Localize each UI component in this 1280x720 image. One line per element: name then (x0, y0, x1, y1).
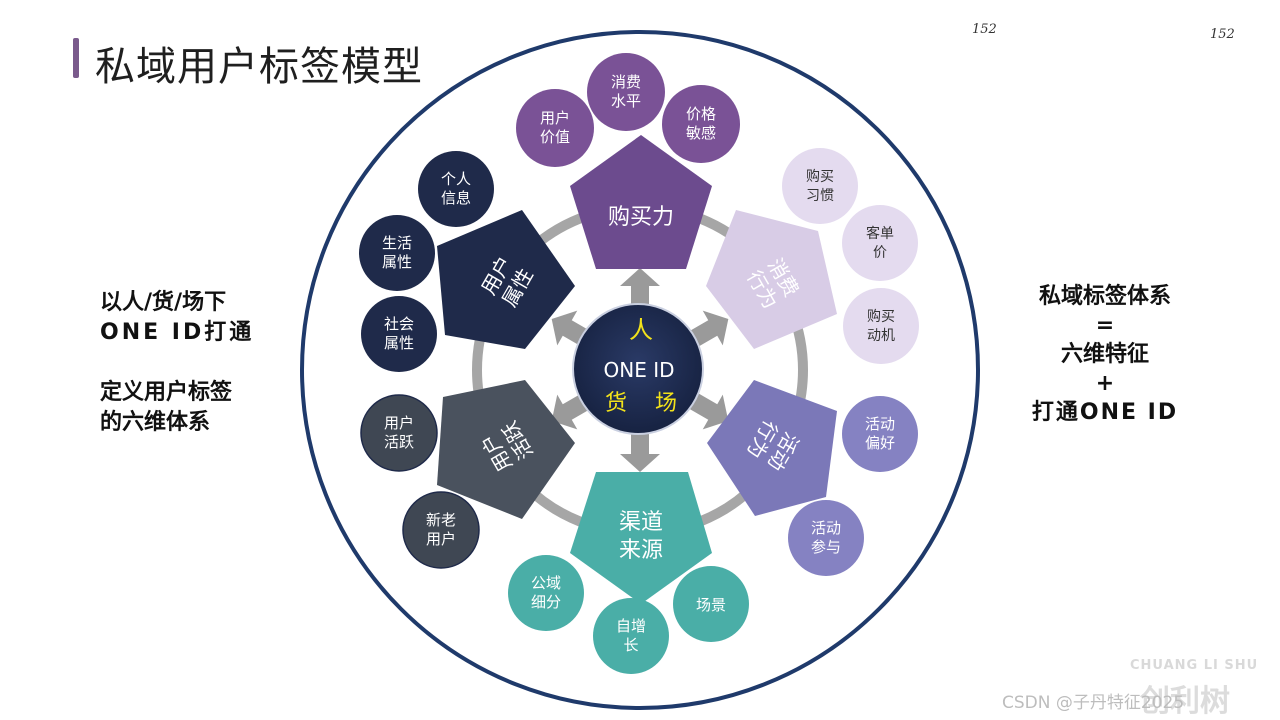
pentagon-purchase: 购买力 (570, 135, 712, 269)
right-line: + (1095, 371, 1115, 396)
right-summary: 私域标签体系 = 六维特征 + 打通ONE ID (1005, 282, 1205, 427)
tag-circle-label: 偏好 (865, 434, 895, 452)
center-bottom-label: 货 场 (605, 391, 677, 416)
center-one-id-label: ONE ID (604, 358, 675, 382)
pentagon-label: 渠道 (619, 510, 663, 535)
tag-circle-label: 个人 (441, 170, 471, 188)
tag-circle-label: 用户 (384, 414, 414, 432)
pentagon-consume: 消费 行为 (706, 210, 837, 349)
tag-circle-label: 活动 (865, 415, 895, 433)
watermark-brand: CHUANG LI SHU (1130, 658, 1259, 673)
tag-circle-label: 购买 (806, 169, 834, 185)
tag-circle-label: 新老 (426, 511, 456, 529)
tag-circle-label: 价格 (686, 105, 716, 123)
pentagon-user-attr: 用户 属性 (437, 210, 575, 349)
tag-circle-label: 公域 (531, 574, 561, 592)
pentagon-label: 来源 (619, 538, 663, 563)
tag-circle-label: 敏感 (686, 124, 716, 142)
pentagon-activity: 活动 行为 (707, 380, 837, 516)
tag-circle-label: 购买 (867, 309, 895, 325)
tag-circle: 用户 活跃 (360, 394, 438, 472)
tag-circle: 公域 细分 (508, 555, 584, 631)
tag-circle-label: 活动 (811, 519, 841, 537)
page-number: 152 (1210, 27, 1235, 42)
tag-circle: 用户 价值 (516, 89, 594, 167)
tag-circle-label: 价 (873, 245, 887, 261)
tag-circle-label: 水平 (611, 92, 641, 110)
title-accent-bar (73, 38, 79, 78)
tag-circle-label: 场景 (696, 596, 726, 614)
tag-circle-label: 用户 (540, 109, 570, 127)
tag-circle-label: 消费 (611, 73, 641, 91)
tag-circle-label: 活跃 (384, 433, 414, 451)
tag-circle: 购买 动机 (843, 288, 919, 364)
tag-circle-label: 自增 (616, 617, 646, 635)
tag-circle-label: 客单 (866, 225, 894, 242)
tag-circle: 社会 属性 (361, 296, 437, 372)
right-line: 六维特征 (1060, 342, 1149, 367)
tag-circle: 活动 参与 (788, 500, 864, 576)
left-line: ONE ID打通 (100, 320, 255, 345)
tag-circle: 生活 属性 (359, 215, 435, 291)
right-line: = (1095, 313, 1115, 338)
left-line: 的六维体系 (100, 410, 211, 435)
tag-circle: 消费 水平 (587, 53, 665, 131)
pentagon-label: 购买力 (608, 205, 674, 230)
tag-circle-label: 属性 (382, 253, 412, 271)
left-line: 以人/货/场下 (100, 290, 227, 315)
tag-circle-label: 信息 (441, 189, 471, 207)
tag-circle-label: 属性 (384, 334, 414, 352)
tag-circle: 个人 信息 (418, 151, 494, 227)
tag-circle-label: 长 (623, 636, 638, 654)
arrow-down (620, 420, 660, 472)
watermark-logo-text: 创利树 (1140, 684, 1230, 719)
tag-circle-label: 用户 (426, 530, 456, 548)
page-title: 私域用户标签模型 (95, 44, 423, 90)
tag-circle-label: 习惯 (806, 187, 834, 204)
right-line: 私域标签体系 (1038, 284, 1171, 309)
tag-circle-label: 细分 (531, 593, 561, 611)
left-line: 定义用户标签 (100, 380, 233, 405)
tag-circle-label: 社会 (384, 315, 414, 333)
page-number: 152 (972, 22, 997, 37)
tag-circle-label: 生活 (382, 234, 412, 252)
tag-circle: 新老 用户 (402, 491, 480, 569)
tag-circle: 场景 (673, 566, 749, 642)
tag-circle-label: 价值 (540, 128, 570, 146)
pentagon-channel: 渠道 来源 (570, 472, 712, 604)
tag-circle: 购买 习惯 (782, 148, 858, 224)
tag-circle-label: 动机 (867, 328, 895, 344)
tag-circle-label: 参与 (811, 538, 841, 556)
center-top-label: 人 (629, 316, 653, 344)
left-summary: 以人/货/场下 ONE ID打通 定义用户标签 的六维体系 (100, 288, 254, 438)
right-line: 打通ONE ID (1031, 400, 1179, 425)
tag-circle: 自增 长 (593, 598, 669, 674)
tag-circle: 活动 偏好 (842, 396, 918, 472)
tag-circle: 客单 价 (842, 205, 918, 281)
pentagon-user-activity: 用户 活跃 (437, 380, 575, 519)
arrow-up (620, 268, 660, 320)
center-one-id: 人 ONE ID 货 场 (572, 303, 704, 435)
watermark-csdn: CSDN @子丹特征2025 (1002, 693, 1185, 713)
tag-circle: 价格 敏感 (662, 85, 740, 163)
